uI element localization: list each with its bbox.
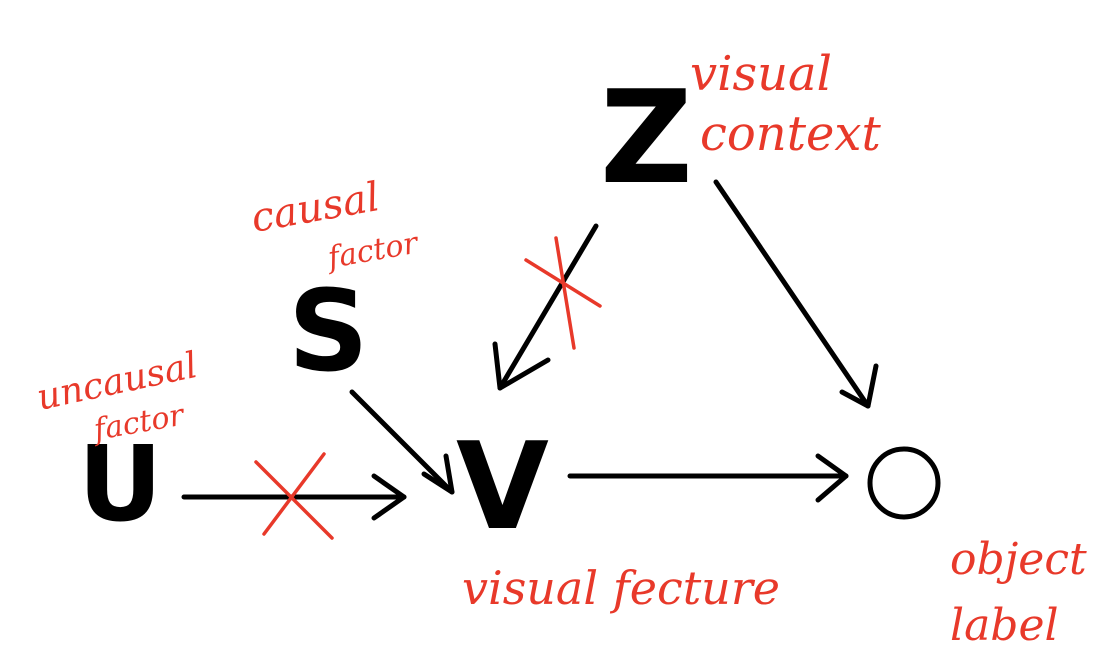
annotation-u: uncausal factor <box>33 345 201 448</box>
edge-z-to-v <box>492 223 599 391</box>
annotation-s-line-1: causal <box>248 174 383 242</box>
annotation-v-line-1: visual fecture <box>462 561 780 615</box>
annotation-o-line-2: label <box>950 600 1059 651</box>
edge-v-to-o <box>567 453 849 503</box>
annotation-z-line-2: context <box>700 106 881 162</box>
annotation-o-line-1: object <box>950 534 1087 585</box>
annotation-s-line-2: factor <box>323 225 422 276</box>
edge-z-to-o <box>713 179 879 409</box>
edge-s-to-v <box>349 389 455 495</box>
annotation-z: visual context <box>690 46 881 162</box>
annotation-o: object label <box>950 534 1087 651</box>
node-z-label: Z <box>600 64 693 213</box>
node-v-label: V <box>456 418 549 557</box>
edge-u-to-v <box>181 473 407 521</box>
annotation-z-line-1: visual <box>690 46 832 102</box>
annotation-v: visual fecture <box>462 561 780 615</box>
cut-mark-u-to-v <box>254 452 334 540</box>
node-s-label: S <box>288 267 369 397</box>
cut-mark-z-to-v <box>524 236 602 350</box>
annotation-s: causal factor <box>248 174 422 276</box>
node-o-circle <box>867 446 941 520</box>
node-u-label: U <box>78 423 162 545</box>
